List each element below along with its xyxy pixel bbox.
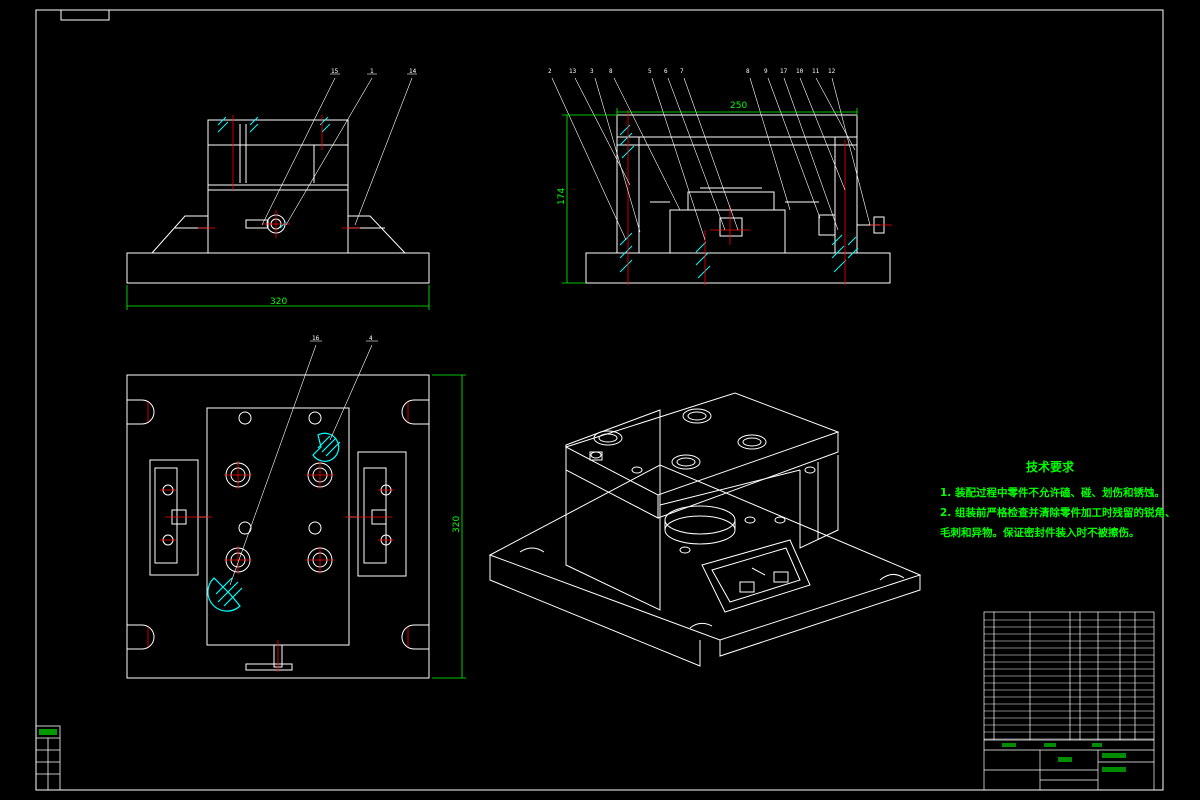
- side-callout-label: 8: [746, 68, 750, 75]
- side-callout-label: 3: [590, 68, 594, 75]
- side-callout-label: 7: [680, 68, 684, 75]
- side-view-hatch: [619, 124, 859, 279]
- bom-fills: [1002, 743, 1126, 772]
- front-callout-label: 14: [409, 68, 417, 75]
- side-callout-label: 6: [664, 68, 668, 75]
- front-view-leaders: [261, 73, 417, 226]
- front-view-hatch: [217, 116, 331, 229]
- side-callout-label: 10: [796, 68, 804, 75]
- side-callout-label: 12: [828, 68, 836, 75]
- side-callout-label: 13: [569, 68, 577, 75]
- front-view: [126, 119, 430, 284]
- side-view-leaders: [551, 77, 871, 241]
- front-callout-label: 1: [370, 68, 374, 75]
- bom-rows: [984, 619, 1154, 740]
- top-callout-label: 16: [312, 335, 320, 342]
- top-callouts: 16 4: [312, 335, 373, 342]
- drawing-number-box: [60, 9, 110, 21]
- side-callout-label: 17: [780, 68, 788, 75]
- top-view-hatch: [207, 432, 341, 612]
- tech-requirements-title: 技术要求: [1025, 460, 1074, 474]
- side-callouts: 2 13 3 8 5 6 7 8 9 17 10 11 12: [548, 68, 836, 75]
- side-view-centerlines: [627, 110, 892, 285]
- side-length-value: 250: [730, 101, 747, 111]
- side-view: [585, 114, 891, 284]
- front-width-value: 320: [270, 297, 287, 307]
- top-height-dimension: [432, 374, 466, 679]
- top-view-leaders: [229, 340, 378, 586]
- side-callout-label: 2: [548, 68, 552, 75]
- side-callout-label: 5: [648, 68, 652, 75]
- isometric-view: [488, 392, 922, 667]
- bom-table: [983, 611, 1155, 791]
- side-height-value: 174: [557, 188, 567, 205]
- binding-strip: [35, 725, 61, 791]
- front-view-centerlines: [198, 115, 360, 238]
- side-dimensions: [562, 108, 858, 284]
- top-height-value: 320: [452, 516, 462, 533]
- sheet-border: [35, 9, 1164, 791]
- tech-requirement-3: 毛刺和异物。保证密封件装入时不被擦伤。: [940, 527, 1140, 539]
- top-view: [126, 374, 430, 679]
- side-callout-label: 9: [764, 68, 768, 75]
- front-callouts: 15 1 14: [331, 68, 417, 75]
- side-callout-label: 8: [609, 68, 613, 75]
- front-callout-label: 15: [331, 68, 339, 75]
- top-callout-label: 4: [369, 335, 373, 342]
- top-view-centerlines: [147, 402, 409, 672]
- front-width-dimension: [126, 285, 430, 310]
- tech-requirement-1: 1. 装配过程中零件不允许磕、碰、划伤和锈蚀。: [940, 487, 1165, 499]
- side-callout-label: 11: [812, 68, 820, 75]
- technical-requirements: 技术要求 1. 装配过程中零件不允许磕、碰、划伤和锈蚀。 2. 组装前严格检查并…: [940, 458, 1176, 543]
- tech-requirement-2: 2. 组装前严格检查并清除零件加工时残留的锐角、: [940, 507, 1176, 519]
